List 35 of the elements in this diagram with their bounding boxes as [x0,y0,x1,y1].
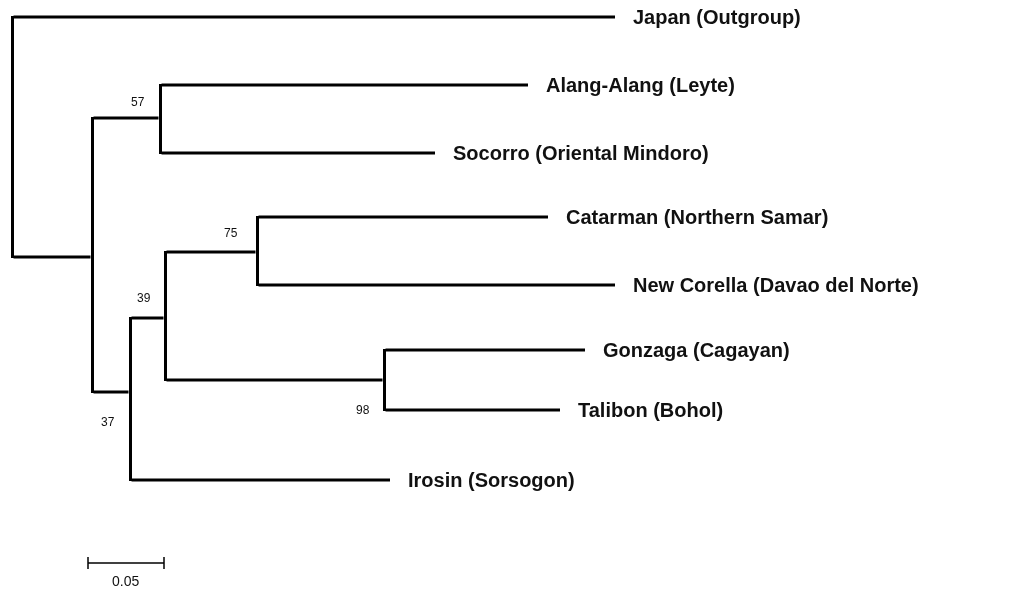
taxon-label: Alang-Alang (Leyte) [528,71,735,99]
branch-junction-line [158,84,162,154]
bootstrap-value: 37 [101,415,115,429]
branch-junction-line [10,16,14,258]
branch-line [131,316,164,320]
branch-junction-line [382,349,386,411]
branch-line [93,116,159,120]
bootstrap-value: 98 [356,403,370,417]
branch-junction-line [163,251,167,381]
branch-line [166,250,256,254]
taxon-label: New Corella (Davao del Norte) [615,271,919,299]
taxon-label: Talibon (Bohol) [560,396,724,424]
branch-junction-line [90,117,94,393]
branch-line [13,15,615,19]
branch-line [166,378,383,382]
branch-line [93,390,129,394]
taxon-label: Socorro (Oriental Mindoro) [435,139,709,167]
bootstrap-value: 57 [131,95,145,109]
taxon-label: Gonzaga (Cagayan) [585,336,790,364]
scale-value: 0.05 [112,573,140,589]
taxon-label: Catarman (Northern Samar) [548,203,829,231]
branch-junction-line [255,216,259,286]
branch-line [161,83,528,87]
bootstrap-value: 39 [137,291,151,305]
branch-line [258,215,548,219]
branch-line [385,348,585,352]
branch-line [131,478,390,482]
branch-line [161,151,435,155]
bootstrap-value: 75 [224,226,238,240]
branch-line [258,283,615,287]
branch-line [13,255,91,259]
taxon-label: Irosin (Sorsogon) [390,466,575,494]
branch-junction-line [128,317,132,481]
branch-line [385,408,560,412]
taxon-label: Japan (Outgroup) [615,3,801,31]
